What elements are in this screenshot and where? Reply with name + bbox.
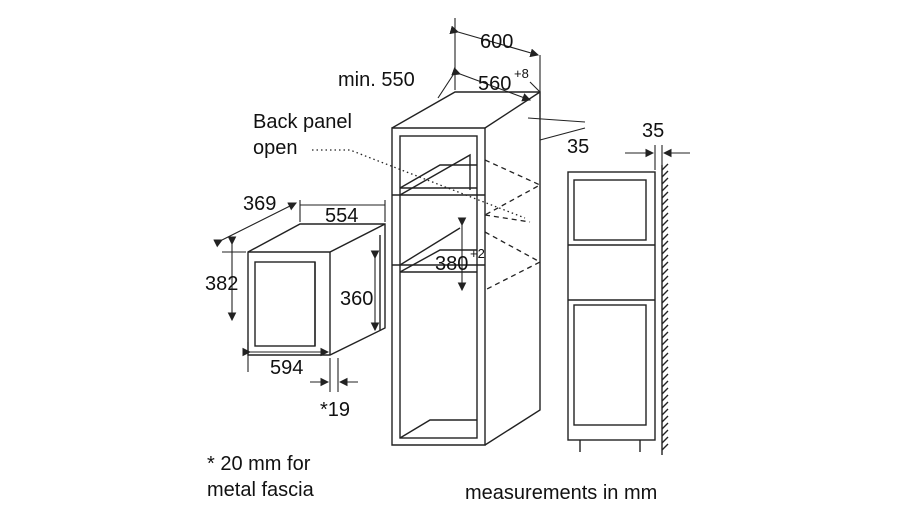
fascia-note-line1: * 20 mm for bbox=[207, 453, 311, 475]
label-560-tolerance: +8 bbox=[514, 66, 529, 81]
side-view-drawing bbox=[567, 145, 690, 455]
label-369: 369 bbox=[243, 193, 276, 215]
label-open: open bbox=[253, 137, 298, 159]
label-382: 382 bbox=[205, 273, 238, 295]
label-380: 380 bbox=[435, 253, 468, 275]
label-fascia: *19 bbox=[320, 399, 350, 421]
label-side-35: 35 bbox=[642, 120, 664, 142]
label-600: 600 bbox=[480, 31, 513, 53]
label-360: 360 bbox=[340, 288, 373, 310]
fascia-note-line2: metal fascia bbox=[207, 479, 315, 501]
units-note: measurements in mm bbox=[465, 482, 657, 504]
label-380-tolerance: +2 bbox=[470, 246, 485, 261]
label-back-panel: Back panel bbox=[253, 111, 352, 133]
label-560: 560 bbox=[478, 73, 511, 95]
label-min-550: min. 550 bbox=[338, 69, 415, 91]
label-594: 594 bbox=[270, 357, 303, 379]
microwave-drawing bbox=[213, 200, 386, 392]
cabinet-drawing bbox=[312, 18, 586, 446]
label-554: 554 bbox=[325, 205, 358, 227]
label-back-35: 35 bbox=[567, 136, 589, 158]
